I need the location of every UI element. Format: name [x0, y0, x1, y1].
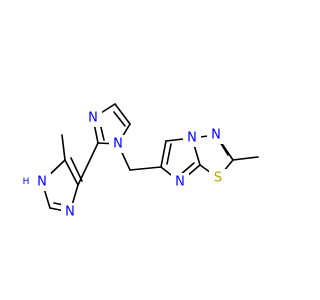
- bond-imz-c5-c4: [64, 159, 79, 186]
- molecule-canvas: N H N N N N N N S: [21, 103, 259, 221]
- atom-n-thiadiazole-label: N: [211, 128, 221, 143]
- molecule-structure: N H N N N N N N S: [21, 103, 259, 221]
- atom-h-imidazole-label: H: [23, 177, 30, 187]
- atom-n-im2-lower: N: [109, 135, 127, 153]
- atom-n-fused-imine: N: [171, 173, 189, 191]
- atom-n-fused-imine-label: N: [175, 175, 185, 190]
- bond-im2-c4-c5-double: [113, 111, 126, 127]
- bond-imz-c5-c4-double: [70, 157, 83, 182]
- atom-n-im2-upper: N: [84, 109, 102, 127]
- atom-n-im2-lower-label: N: [113, 137, 123, 152]
- atom-n-thiadiazole: N: [207, 126, 225, 144]
- atom-n-imidazole-nh: N H: [21, 173, 51, 191]
- atom-n-fused-bridge-label: N: [187, 131, 197, 146]
- bond-im2-c4-c5: [114, 103, 131, 125]
- atom-n-imidazole-nh-label: N: [37, 175, 47, 190]
- bond-methyl-right: [232, 156, 259, 161]
- bond-thd-n3-c2-double: [219, 141, 229, 156]
- bond-ch2-fused: [129, 166, 162, 171]
- atom-s-thiadiazole: S: [209, 169, 227, 187]
- atom-n-imidazole-ring-label: N: [65, 205, 75, 220]
- atom-n-imidazole-ring: N: [61, 203, 79, 221]
- bond-biaryl: [77, 142, 99, 186]
- atom-s-thiadiazole-label: S: [214, 171, 222, 186]
- bond-fused-c6-c5-double: [166, 143, 172, 165]
- bond-fused-c6-c5: [160, 140, 167, 168]
- atom-n-fused-bridge: N: [183, 129, 201, 147]
- atom-n-im2-upper-label: N: [88, 111, 98, 126]
- bond-methyl-left: [61, 134, 66, 161]
